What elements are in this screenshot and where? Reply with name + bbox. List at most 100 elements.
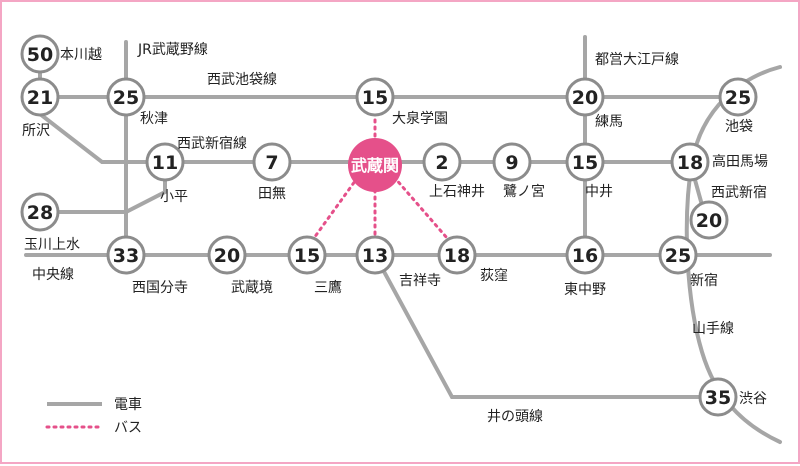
station-marker: [355, 235, 395, 275]
legend-bus-label: バス: [114, 420, 142, 436]
station-name: 池袋: [725, 119, 753, 135]
station-marker: [20, 34, 60, 74]
station-marker: [718, 77, 758, 117]
station-marker: [565, 142, 605, 182]
station-musashisakai: 20 武蔵境: [207, 235, 273, 296]
line-label-seibu-ikebukuro: 西武池袋線: [207, 72, 277, 88]
station-marker: [20, 77, 60, 117]
station-name: 荻窪: [480, 267, 508, 284]
line-label-yamanote: 山手線: [692, 321, 734, 337]
station-minutes: 11: [152, 152, 178, 174]
station-honkawagoe: 50 本川越: [20, 34, 102, 74]
line-label-chuo: 中央線: [32, 267, 74, 283]
station-higashinakano: 16 東中野: [564, 235, 606, 298]
station-marker: [565, 77, 605, 117]
station-marker: [287, 235, 327, 275]
station-minutes: 9: [505, 152, 518, 174]
station-marker: [422, 142, 462, 182]
line-label-jr-musashino: JR武蔵野線: [137, 42, 208, 58]
legend: 電車 バス: [45, 396, 142, 436]
station-tokorozawa: 21 所沢: [20, 77, 60, 139]
station-marker: [252, 142, 292, 182]
station-minutes: 20: [696, 210, 722, 232]
station-mitaka: 15 三鷹: [287, 235, 342, 296]
station-minutes: 20: [572, 87, 598, 109]
bus-route-mitaka: [312, 175, 360, 240]
station-name: 高田馬場: [712, 153, 768, 170]
station-minutes: 25: [113, 87, 139, 109]
line-label-toei-oedo: 都営大江戸線: [595, 52, 679, 68]
station-kodaira: 11 小平: [145, 142, 188, 205]
station-name: 玉川上水: [24, 237, 80, 253]
station-shinjuku: 25 新宿: [658, 235, 718, 289]
station-name: 東中野: [564, 282, 606, 298]
station-tamagawajosui: 28 玉川上水: [20, 192, 80, 253]
line-inokashira: [373, 253, 720, 399]
station-ogikubo: 18 荻窪: [437, 235, 508, 284]
station-marker: [437, 235, 477, 275]
station-minutes: 25: [725, 87, 751, 109]
station-minutes: 25: [665, 245, 691, 267]
station-minutes: 15: [572, 152, 598, 174]
station-name: 武蔵境: [231, 280, 273, 296]
line-label-seibu-shinjuku: 西武新宿線: [177, 135, 247, 152]
station-marker: [106, 77, 146, 117]
station-nerima: 20 練馬: [565, 77, 623, 130]
legend-train-label: 電車: [114, 396, 142, 413]
station-nakai: 15 中井: [565, 142, 613, 200]
station-minutes: 15: [294, 245, 320, 267]
hub-marker: [348, 138, 402, 192]
station-name: 吉祥寺: [399, 273, 441, 289]
bus-route-ogikubo: [392, 175, 449, 240]
station-marker: [355, 77, 395, 117]
station-name: 中井: [585, 184, 613, 200]
station-minutes: 35: [705, 387, 731, 409]
station-tanashi: 7 田無: [252, 142, 292, 202]
station-minutes: 15: [362, 87, 388, 109]
station-minutes: 28: [27, 202, 53, 224]
station-minutes: 21: [27, 87, 53, 109]
station-name: 西武新宿: [711, 184, 767, 201]
station-marker: [492, 142, 532, 182]
station-marker: [106, 235, 146, 275]
station-name: 田無: [258, 186, 286, 202]
station-minutes: 7: [265, 152, 278, 174]
station-kamishakujii: 2 上石神井: [422, 142, 485, 200]
station-ikebukuro: 25 池袋: [718, 77, 758, 135]
station-minutes: 50: [27, 44, 53, 66]
hub-name: 武蔵関: [351, 156, 399, 175]
station-seibushinjuku: 20 西武新宿: [689, 184, 767, 240]
station-name: 三鷹: [314, 280, 342, 296]
station-marker: [565, 235, 605, 275]
station-name: 小平: [160, 189, 188, 205]
station-name: 練馬: [595, 114, 623, 130]
station-name: 秋津: [140, 111, 168, 127]
station-minutes: 2: [435, 152, 448, 174]
station-minutes: 20: [214, 245, 240, 267]
hub-station: 武蔵関: [348, 138, 402, 192]
line-label-inokashira: 井の頭線: [487, 409, 543, 425]
station-name: 上石神井: [429, 184, 485, 200]
station-name: 本川越: [60, 47, 102, 63]
bus-routes: [312, 118, 449, 240]
station-minutes: 16: [572, 245, 598, 267]
station-name: 新宿: [690, 272, 718, 289]
station-marker: [207, 235, 247, 275]
station-minutes: 33: [113, 245, 139, 267]
station-name: 所沢: [22, 123, 50, 139]
line-labels: JR武蔵野線 西武池袋線 西武新宿線 都営大江戸線 中央線 山手線 井の頭線: [32, 42, 734, 425]
station-minutes: 18: [444, 245, 470, 267]
station-marker: [670, 142, 710, 182]
station-marker: [658, 235, 698, 275]
station-marker: [145, 142, 185, 182]
